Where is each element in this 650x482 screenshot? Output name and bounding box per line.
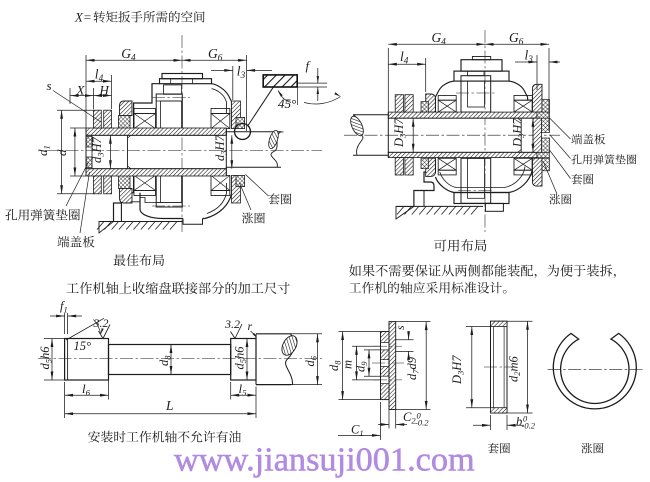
svg-text:D3H7: D3H7 bbox=[511, 118, 527, 148]
svg-text:d8: d8 bbox=[157, 355, 173, 366]
svg-text:H: H bbox=[99, 83, 110, 98]
svg-text:f: f bbox=[306, 58, 312, 73]
svg-text:d3H7: d3H7 bbox=[90, 136, 106, 163]
svg-text:-0.2: -0.2 bbox=[522, 421, 536, 431]
svg-text:l5: l5 bbox=[239, 381, 248, 398]
svg-text:www.jiansuji001.com: www.jiansuji001.com bbox=[174, 441, 475, 479]
svg-text:-0.2: -0.2 bbox=[415, 418, 429, 428]
svg-text:l3: l3 bbox=[525, 48, 534, 65]
svg-text:d3H7: d3H7 bbox=[213, 134, 229, 161]
svg-text:3.2: 3.2 bbox=[224, 317, 240, 331]
svg-text:r: r bbox=[248, 319, 253, 333]
svg-text:15°: 15° bbox=[74, 339, 92, 353]
svg-text:45°: 45° bbox=[278, 96, 296, 111]
svg-text:l4: l4 bbox=[95, 67, 104, 84]
svg-text:X: X bbox=[76, 83, 86, 98]
svg-text:d7d9: d7d9 bbox=[405, 356, 421, 380]
svg-text:X=: X= bbox=[74, 10, 92, 25]
svg-text:d6: d6 bbox=[303, 355, 319, 366]
svg-text:D3H7: D3H7 bbox=[450, 355, 466, 385]
svg-text:d1: d1 bbox=[35, 145, 52, 156]
svg-text:3.2: 3.2 bbox=[93, 316, 109, 330]
svg-text:l4: l4 bbox=[400, 49, 409, 66]
svg-text:l6: l6 bbox=[82, 381, 91, 398]
svg-text:0: 0 bbox=[523, 414, 528, 424]
svg-text:d5h6: d5h6 bbox=[38, 346, 54, 370]
svg-text:s: s bbox=[47, 78, 52, 93]
svg-text:f1: f1 bbox=[60, 299, 68, 315]
svg-text:l3: l3 bbox=[237, 64, 246, 81]
svg-text:m: m bbox=[341, 360, 355, 369]
svg-text:L: L bbox=[165, 398, 174, 413]
svg-text:s: s bbox=[393, 325, 407, 330]
svg-text:d5h6: d5h6 bbox=[233, 346, 249, 370]
svg-text:0: 0 bbox=[417, 411, 422, 421]
svg-text:d2m6: d2m6 bbox=[507, 355, 523, 382]
svg-text:d: d bbox=[54, 149, 69, 156]
svg-text:d9: d9 bbox=[354, 361, 370, 372]
svg-text:d8: d8 bbox=[327, 360, 343, 371]
svg-text:D3H7: D3H7 bbox=[392, 118, 408, 148]
svg-text:b: b bbox=[516, 415, 522, 429]
